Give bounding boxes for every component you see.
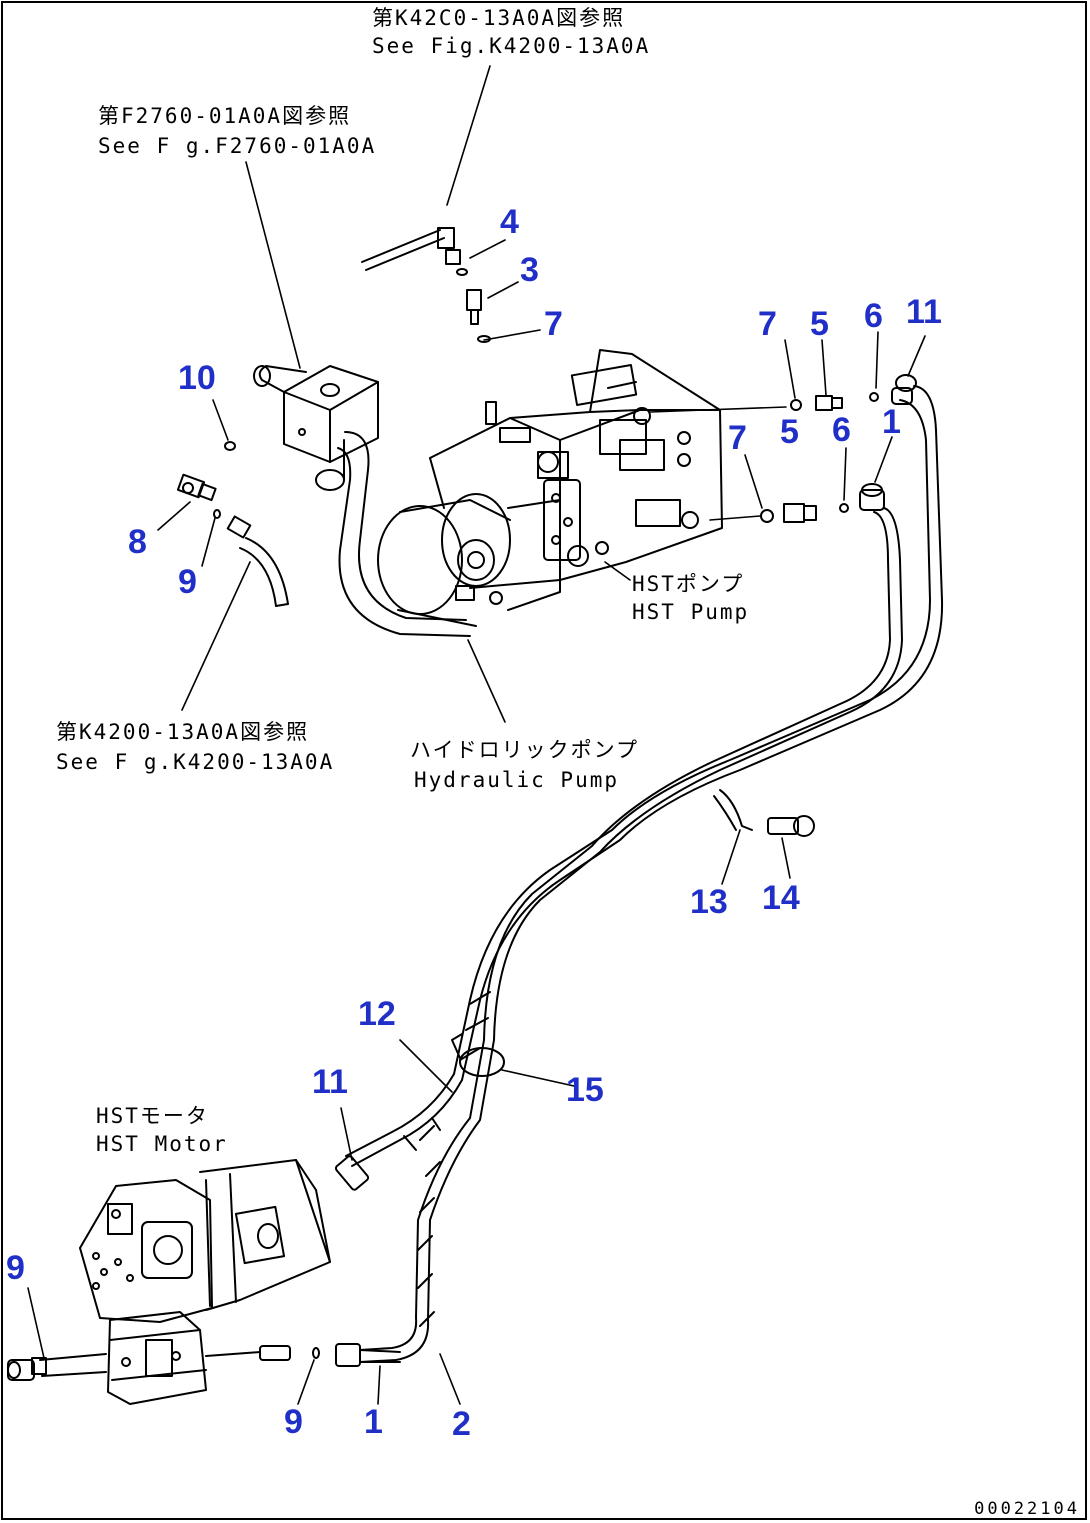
part-10-ring: [225, 442, 235, 450]
valve-block: [254, 366, 378, 490]
leader-9-left: [202, 518, 215, 566]
leader-6-mid: [844, 448, 846, 500]
left-elbow-hose: [228, 516, 288, 606]
leader-hst-pump: [605, 562, 630, 580]
leader-6-top: [876, 332, 878, 388]
document-id: 00022104: [974, 1499, 1080, 1519]
leader-2: [440, 1354, 460, 1404]
leader-hydraulic-pump: [468, 640, 505, 722]
leader-12: [400, 1040, 452, 1092]
part-4-oring: [457, 269, 467, 275]
callout-2: 2: [452, 1405, 471, 1443]
part-7-ring-right: [791, 400, 801, 410]
part-3-fitting: [467, 290, 481, 324]
callout-5-top: 5: [810, 305, 829, 343]
callout-1-bottom: 1: [364, 1403, 383, 1441]
part-1-elbow-top: [860, 484, 884, 510]
ref-k4200-top-jp: 第K42C0-13A0A図参照: [372, 6, 626, 30]
leader-7-top: [484, 330, 540, 340]
part-9-ring-left: [214, 510, 220, 518]
callout-7-right: 7: [758, 305, 777, 343]
part-11-fitting-bottom: [335, 1155, 370, 1191]
leader-7-mid-h: [710, 516, 760, 520]
leader-3: [488, 282, 518, 298]
ref-k4200-top-en: See Fig.K4200-13A0A: [372, 34, 651, 58]
callout-3: 3: [520, 251, 539, 289]
leader-7-right: [785, 340, 795, 398]
part-11-elbow-top: [892, 375, 916, 404]
part-5-fitting-mid: [784, 504, 816, 522]
part-motor-port-fitting: [206, 1346, 290, 1360]
upper-hose-stub: [362, 228, 460, 270]
hst-pump: [430, 350, 722, 588]
hydraulic-pump: [378, 494, 560, 626]
callout-9-bottom: 9: [284, 1403, 303, 1441]
leader-lines: [28, 66, 925, 1404]
part-9-fitting-bl: [8, 1358, 46, 1380]
leader-9-bottom: [298, 1360, 314, 1404]
callout-11-top: 11: [906, 293, 942, 331]
callout-12: 12: [358, 995, 396, 1033]
callout-1-top: 1: [882, 403, 901, 441]
leader-1-top: [875, 437, 892, 482]
leader-15: [502, 1070, 574, 1086]
leader-7-mid: [745, 455, 762, 508]
leader-9-bl: [28, 1288, 44, 1358]
label-hydraulic-pump-jp: ハイドロリックポンプ: [410, 738, 639, 762]
hst-motor: [40, 1160, 330, 1404]
label-hst-motor-en: HST Motor: [96, 1132, 228, 1156]
leader-14: [782, 838, 790, 878]
part-5-fitting-top: [816, 396, 842, 410]
hose-bundle: [346, 386, 942, 1362]
callout-4: 4: [500, 203, 519, 241]
label-hydraulic-pump-en: Hydraulic Pump: [414, 768, 620, 792]
ref-k4200-left-en: See F g.K4200-13A0A: [56, 750, 335, 774]
part-6-ring-mid: [840, 504, 848, 512]
callout-8: 8: [128, 523, 147, 561]
callout-13: 13: [690, 883, 728, 921]
leader-4: [470, 240, 505, 258]
leader-11-bottom: [341, 1108, 352, 1160]
leader-5-top: [822, 340, 826, 395]
leader-k4200-left: [182, 562, 250, 710]
callout-14: 14: [762, 879, 800, 917]
part-1-fitting-bottom: [336, 1344, 400, 1366]
label-hst-pump-en: HST Pump: [632, 600, 750, 624]
callout-10: 10: [178, 359, 216, 397]
callout-7-top: 7: [544, 305, 563, 343]
ref-f2760-en: See F g.F2760-01A0A: [98, 134, 377, 158]
part-7-ring-mid: [761, 510, 773, 522]
leader-k4200-top: [447, 66, 490, 205]
part-13-clamp: [714, 790, 752, 830]
label-hst-pump-jp: HSTポンプ: [632, 572, 745, 596]
leader-11-top: [908, 336, 925, 376]
callout-7-mid: 7: [728, 419, 747, 457]
part-7-ring-top: [478, 336, 490, 342]
part-8-fitting: [178, 475, 216, 500]
leader-f2760: [246, 162, 300, 368]
ref-k4200-left-jp: 第K4200-13A0A図参照: [56, 720, 310, 744]
callout-11-bottom: 11: [312, 1063, 348, 1101]
callout-6-mid: 6: [832, 411, 851, 449]
part-9-ring-bottom: [313, 1348, 319, 1358]
label-hst-motor-jp: HSTモータ: [96, 1104, 209, 1128]
suction-pipe: [338, 432, 470, 636]
callout-15: 15: [566, 1071, 604, 1109]
part-15-clamp: [452, 1034, 504, 1076]
leader-8: [158, 502, 190, 530]
part-14-bolt: [768, 816, 814, 836]
callout-9-bl: 9: [6, 1249, 25, 1287]
leader-13: [722, 830, 740, 884]
callout-9-left: 9: [178, 563, 197, 601]
part-6-ring-top: [870, 393, 878, 401]
ref-f2760-jp: 第F2760-01A0A図参照: [98, 104, 352, 128]
callout-5-mid: 5: [780, 413, 799, 451]
callout-6-top: 6: [864, 297, 883, 335]
leader-10: [213, 400, 228, 440]
leader-1-bottom: [378, 1366, 380, 1404]
